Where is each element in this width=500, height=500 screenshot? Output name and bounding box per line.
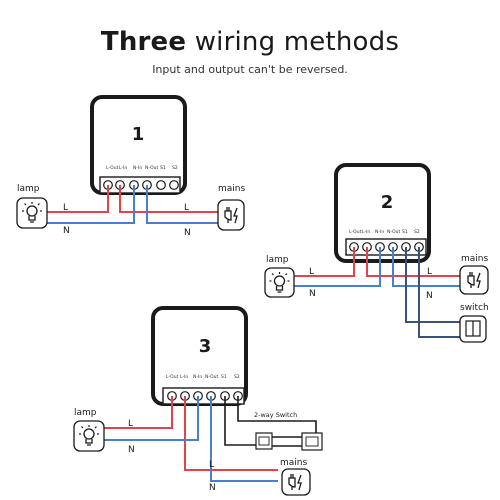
switch-label: switch	[460, 303, 489, 313]
module-3-terminal-label: L-In	[180, 374, 188, 380]
diagram-3: 3 L-Out L-In N-In N-Out S1 S2 L L N N 2-…	[73, 306, 323, 496]
module-2-terminal-label: L-Out	[349, 229, 362, 235]
module-1-terminal-label: L-In	[119, 165, 127, 171]
lamp-label: lamp	[17, 184, 40, 194]
wire-live	[119, 185, 218, 213]
module-2-terminal-label: S1	[402, 229, 408, 235]
wire-neutral	[146, 185, 218, 224]
two-way-switch-left	[255, 432, 273, 450]
wire-neutral	[210, 396, 278, 482]
wire-label: L	[63, 203, 68, 213]
mains-label: mains	[280, 458, 307, 468]
mains-label: mains	[218, 184, 245, 194]
title-rest: wiring methods	[186, 27, 400, 57]
wire-switch	[237, 396, 317, 434]
lamp-box	[16, 197, 48, 229]
mains-box	[281, 468, 311, 496]
wire-switch	[418, 247, 460, 338]
module-1-terminal	[156, 180, 166, 190]
wire-label: N	[309, 289, 316, 299]
diagram-1: 1 L-Out L-In N-In N-Out S1 S2 L L N N la…	[16, 95, 245, 238]
wire-label: N	[209, 483, 216, 493]
wire-label: L	[309, 267, 314, 277]
module-2-terminal-label: L-In	[362, 229, 370, 235]
lamp-label: lamp	[74, 408, 97, 418]
wire-live	[46, 185, 109, 213]
module-1-number: 1	[132, 124, 145, 145]
wire-live	[104, 396, 173, 429]
diagram-2: 2 L-Out L-In N-In N-Out S1 S2 L L N N la…	[264, 163, 489, 343]
module-3-terminal-label: N-Out	[205, 374, 219, 380]
module-1-terminal-label: S2	[172, 165, 178, 171]
module-3-terminal-label: S2	[234, 374, 240, 380]
module-3-terminal-label: S1	[221, 374, 227, 380]
wire-label: L	[427, 267, 432, 277]
wire-label: N	[128, 445, 135, 455]
two-way-switch-label: 2-way Switch	[254, 411, 297, 419]
module-1-terminal-label: S1	[160, 165, 166, 171]
lamp-box	[264, 267, 295, 298]
wire-label: L	[209, 460, 214, 470]
module-2-terminal-label: N-In	[375, 229, 384, 235]
wire-label: N	[426, 291, 433, 301]
module-2-terminal-label: N-Out	[387, 229, 401, 235]
wire-live	[184, 396, 278, 471]
wire-neutral	[104, 396, 199, 441]
wire-label: L	[128, 419, 133, 429]
lamp-box	[73, 420, 105, 452]
module-1-terminal-label: N-Out	[145, 165, 159, 171]
wire-label: N	[184, 228, 191, 238]
wire-switch	[224, 396, 262, 446]
module-2-body	[334, 163, 431, 263]
module-3-number: 3	[199, 336, 212, 357]
lamp-label: lamp	[266, 255, 289, 265]
wire-label: L	[184, 203, 189, 213]
two-way-switch-right	[301, 432, 323, 451]
module-1-terminal-label: L-Out	[106, 165, 119, 171]
wire-label: N	[63, 226, 70, 236]
title-strong: Three	[100, 27, 187, 57]
module-1-terminal	[169, 180, 179, 190]
module-2-number: 2	[381, 192, 394, 213]
mains-label: mains	[461, 254, 488, 264]
wire-neutral	[392, 247, 460, 287]
wire-live	[366, 247, 460, 277]
wire-live	[294, 247, 355, 277]
wire-neutral	[294, 247, 381, 287]
module-2-terminal-label: S2	[414, 229, 420, 235]
module-1-terminal-label: N-In	[133, 165, 142, 171]
module-3-terminal-label: N-In	[193, 374, 202, 380]
page-subtitle: Input and output can't be reversed.	[152, 63, 348, 76]
module-3-terminal-label: L-Out	[166, 374, 179, 380]
wire-neutral	[46, 185, 135, 224]
wire-switch	[405, 247, 460, 323]
page-title: Three wiring methods	[0, 27, 500, 57]
